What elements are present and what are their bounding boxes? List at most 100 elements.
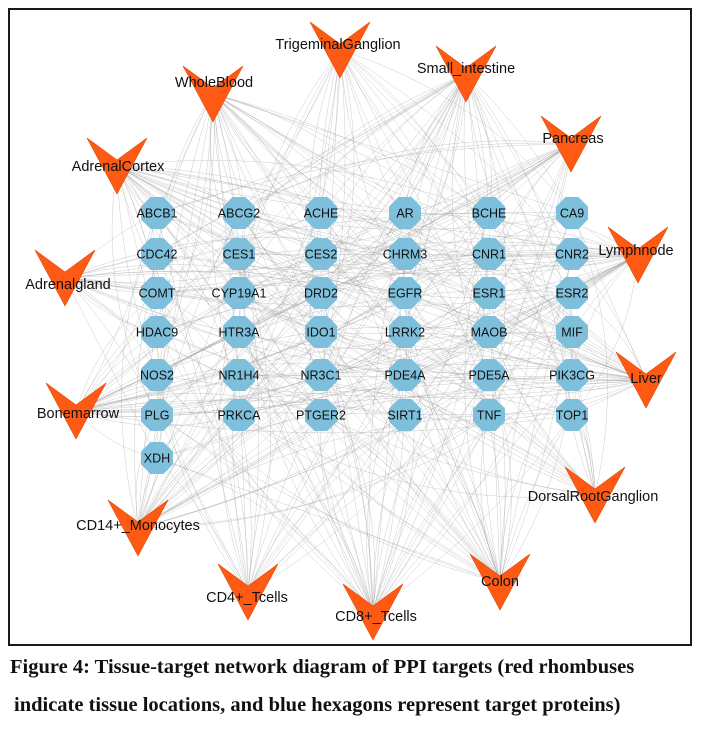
edge-bonemarrow-comt	[75, 292, 158, 412]
edge-cd8-tcells-tnf	[372, 414, 490, 613]
edge-bonemarrow-lrrk2	[75, 331, 406, 413]
edge-cd8-tcells-sirt1	[372, 414, 406, 613]
edge-colon-ca9	[499, 212, 573, 583]
edge-colon-comt	[156, 292, 501, 583]
edge-small-intestine-ache	[320, 73, 467, 214]
edge-trigeminalganglion-ca9	[339, 49, 573, 214]
edge-cd4-tcells-ar	[247, 212, 406, 593]
target-label: HDAC9	[136, 326, 178, 340]
target-hexagon-shape	[556, 316, 588, 348]
tissue-marker-shape	[107, 499, 169, 557]
edge-wholeblood-cnr1	[212, 93, 490, 255]
target-node-abcb1: ABCB1	[137, 197, 178, 229]
edge-cd8-tcells-top1	[372, 414, 573, 613]
target-node-prkca: PRKCA	[217, 399, 261, 431]
edge-cd8-tcells-cnr2	[372, 253, 573, 613]
edge-colon-abcg2	[238, 212, 501, 583]
edge-colon-nos2	[156, 374, 501, 583]
target-node-pde5a: PDE5A	[469, 359, 510, 391]
edge-pancreas-maob	[488, 143, 572, 333]
edge-cd4-tcells-plg	[156, 414, 249, 593]
edge-pancreas-plg	[156, 143, 572, 416]
edge-cd4-tcells-prkca	[238, 414, 252, 593]
edge-dorsalrootganglion-bche	[488, 212, 596, 496]
edge-liver-nr1h4	[238, 374, 647, 381]
edge-cd14-monocytes-egfr	[137, 292, 406, 529]
tissue-label: Colon	[481, 574, 519, 590]
edge-colon-pde5a	[488, 374, 512, 583]
target-label: CNR1	[472, 248, 506, 262]
target-label: ACHE	[304, 207, 339, 221]
tissue-marker-shape	[182, 65, 244, 123]
target-node-top1: TOP1	[556, 399, 588, 431]
target-label: MIF	[561, 326, 583, 340]
edge-colon-hdac9	[156, 331, 501, 583]
target-hexagon-shape	[223, 316, 255, 348]
target-node-xdh: XDH	[141, 442, 173, 474]
tissue-label: Bonemarrow	[37, 406, 120, 422]
target-hexagon-shape	[223, 359, 255, 391]
target-label: PLG	[144, 409, 169, 423]
edge-wholeblood-cnr2	[212, 93, 573, 255]
tissue-node-trigeminalganglion: TrigeminalGanglion	[275, 21, 401, 79]
tissue-label: WholeBlood	[175, 75, 253, 91]
edge-cd4-tcells-bche	[247, 212, 490, 593]
target-label: COMT	[139, 287, 176, 301]
edge-dorsalrootganglion-ache	[320, 212, 596, 496]
target-hexagon-shape	[223, 197, 255, 229]
target-node-plg: PLG	[141, 399, 173, 431]
edge-adrenalcortex-maob	[116, 165, 490, 333]
target-node-ar: AR	[389, 197, 421, 229]
edge-lymphnode-sirt1	[404, 254, 639, 416]
target-hexagon-shape	[141, 277, 173, 309]
target-node-pik3cg: PIK3CG	[549, 359, 595, 391]
edge-small-intestine-egfr	[404, 73, 467, 294]
target-node-nr3c1: NR3C1	[301, 359, 342, 391]
edge-colon-nr1h4	[238, 374, 501, 583]
target-hexagon-shape	[305, 197, 337, 229]
edge-pancreas-abcb1	[156, 143, 572, 214]
edge-adrenalcortex-mif	[116, 165, 573, 333]
target-node-pde4a: PDE4A	[385, 359, 426, 391]
edge-adrenalgland-nr3c1	[64, 277, 322, 376]
edge-dorsalrootganglion-ptger2	[320, 414, 596, 496]
edge-wholeblood-bche	[212, 93, 490, 214]
edge-small-intestine-ces2	[320, 73, 467, 255]
edge-wholeblood-esr2	[212, 93, 573, 294]
edge-colon-ces2	[320, 253, 501, 583]
target-hexagon-shape	[141, 442, 173, 474]
tissue-label: Adrenalgland	[25, 277, 110, 293]
target-hexagon-shape	[556, 197, 588, 229]
edge-lymphnode-egfr	[404, 254, 639, 298]
edge-bonemarrow-ido1	[75, 331, 322, 412]
edge-liver-ces1	[238, 253, 647, 381]
edge-liver-cnr2	[571, 253, 647, 381]
target-label: EGFR	[388, 287, 423, 301]
edge-adrenalcortex-cnr2	[116, 160, 573, 255]
edge-wholeblood-egfr	[212, 93, 406, 294]
edge-adrenalgland-drd2	[64, 264, 322, 294]
edge-cd8-tcells-nr3c1	[320, 374, 376, 613]
edge-adrenalcortex-pde4a	[116, 165, 406, 376]
target-label: IDO1	[306, 326, 335, 340]
edge-liver-prkca	[238, 376, 647, 416]
edge-adrenalcortex-ca9	[116, 165, 573, 230]
edge-pancreas-pde4a	[404, 143, 572, 376]
target-hexagon-shape	[473, 359, 505, 391]
target-hexagon-shape	[141, 316, 173, 348]
edge-cd4-tcells-cdc42	[156, 253, 249, 593]
edge-cd4-tcells-esr1	[247, 292, 490, 593]
edge-lymphnode-pde4a	[404, 254, 639, 376]
target-node-tnf: TNF	[473, 399, 505, 431]
tissue-marker-shape	[309, 21, 371, 79]
target-hexagon-shape	[305, 359, 337, 391]
tissue-node-wholeblood: WholeBlood	[175, 65, 253, 123]
edge-bonemarrow-nr3c1	[75, 374, 322, 417]
target-hexagon-shape	[556, 399, 588, 431]
target-hexagon-shape	[305, 316, 337, 348]
target-node-ces1: CES1	[223, 238, 255, 270]
edge-cd8-tcells-abcb1	[156, 212, 374, 613]
target-hexagon-shape	[473, 197, 505, 229]
edge-bonemarrow-ces2	[75, 253, 322, 412]
